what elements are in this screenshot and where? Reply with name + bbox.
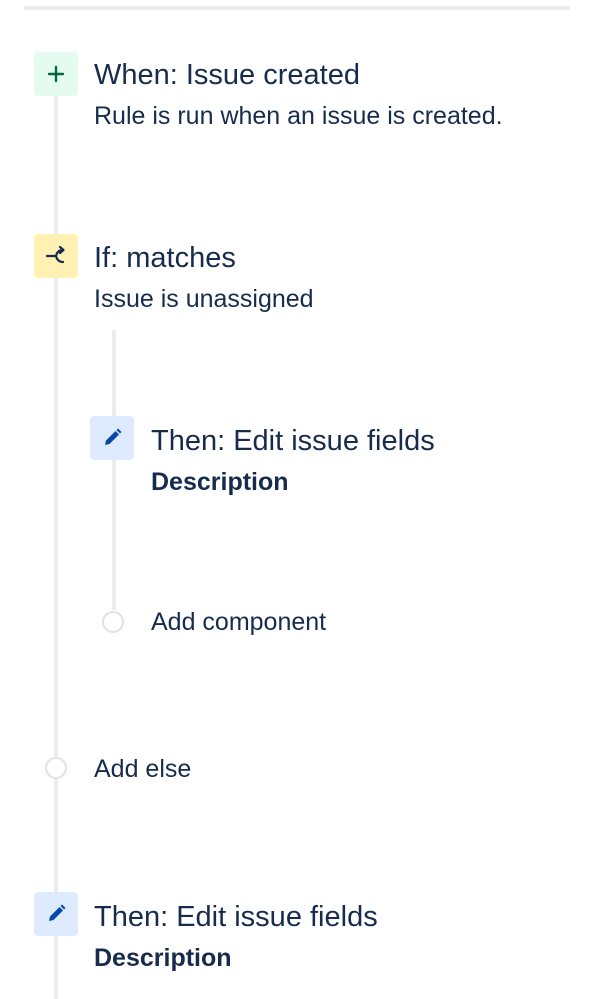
- pencil-icon: [90, 416, 134, 460]
- pencil-icon: [34, 892, 78, 936]
- trigger-description: Rule is run when an issue is created.: [94, 102, 503, 130]
- action-description: Description: [94, 944, 232, 972]
- add-component-button[interactable]: Add component: [151, 608, 327, 636]
- nested-action-description: Description: [151, 468, 289, 496]
- plus-icon: [34, 52, 78, 96]
- branch-icon: [34, 234, 78, 278]
- condition-description: Issue is unassigned: [94, 285, 314, 313]
- top-divider: [24, 6, 570, 10]
- add-else-button[interactable]: Add else: [94, 755, 192, 783]
- trigger-title: When: Issue created: [94, 59, 360, 91]
- condition-title: If: matches: [94, 242, 236, 274]
- main-rule-rail: [54, 95, 58, 999]
- add-else-node[interactable]: [45, 757, 67, 779]
- nested-branch-rail: [112, 330, 116, 610]
- action-title: Then: Edit issue fields: [94, 901, 378, 933]
- nested-action-title: Then: Edit issue fields: [151, 425, 435, 457]
- add-component-node[interactable]: [102, 611, 124, 633]
